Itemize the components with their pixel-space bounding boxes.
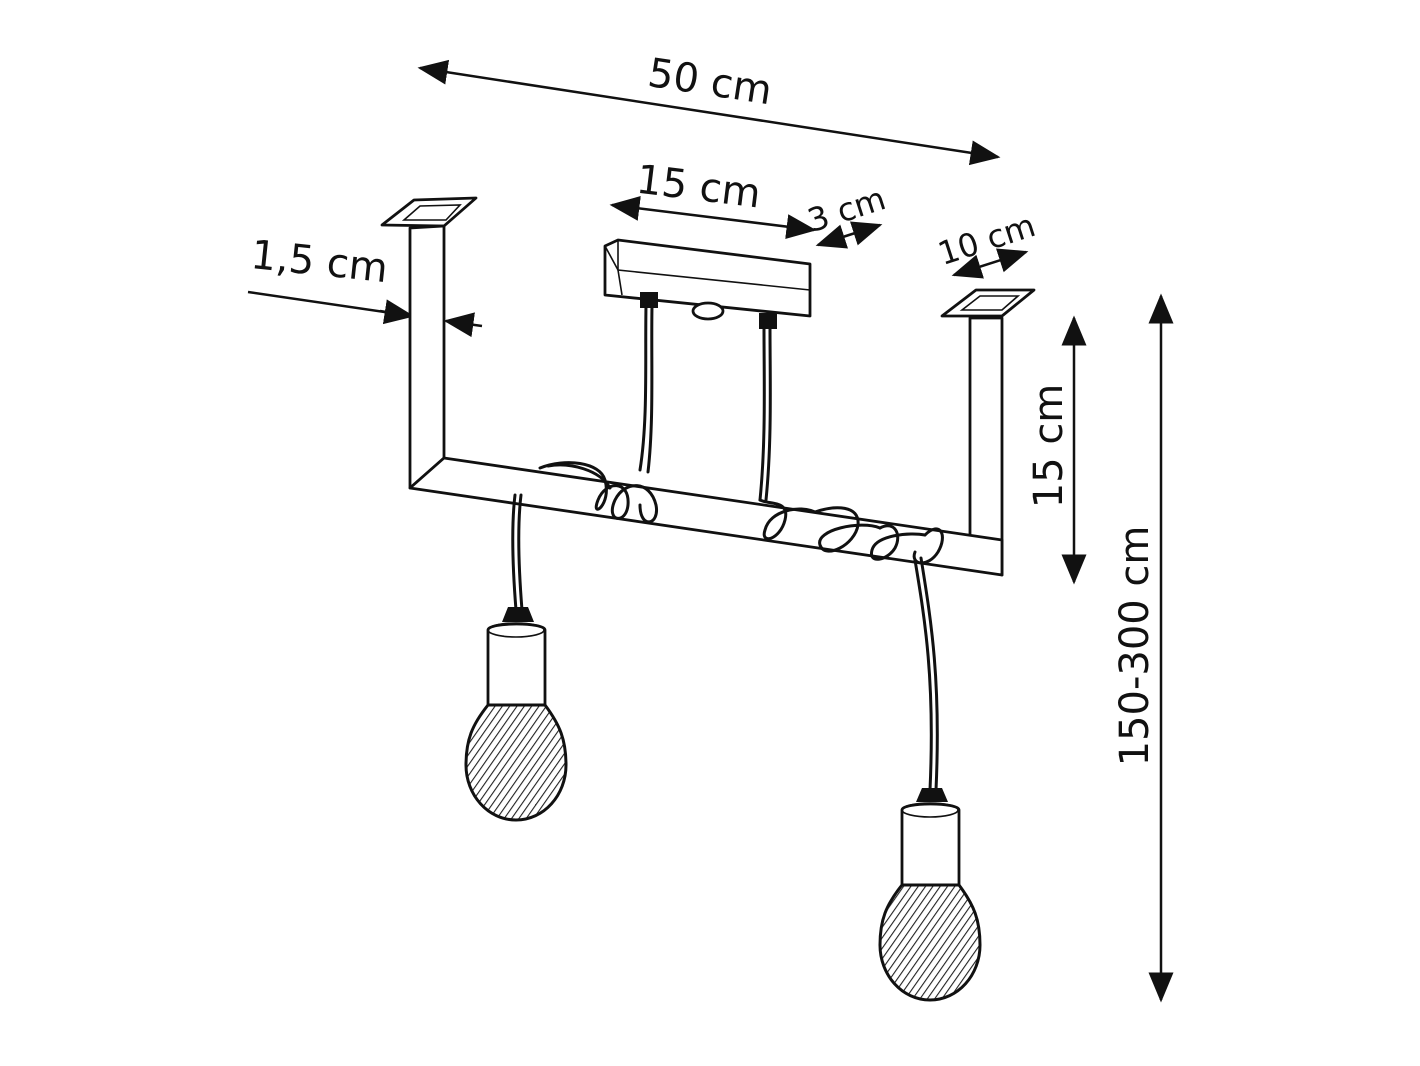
left-mount bbox=[380, 196, 478, 490]
left-drop-cable bbox=[511, 493, 518, 612]
left-pendant bbox=[464, 607, 568, 822]
horizontal-bar bbox=[408, 456, 1004, 577]
right-mounting-plate bbox=[940, 288, 1036, 318]
cables bbox=[511, 304, 944, 792]
dimension-frame-drop: 15 cm bbox=[1026, 315, 1087, 585]
canopy-length-dimension-line bbox=[609, 195, 817, 240]
right-pendant bbox=[878, 788, 982, 1002]
dimension-plate-width: 10 cm bbox=[933, 206, 1040, 279]
right-drop-cable bbox=[913, 558, 933, 792]
canopy-cable-left bbox=[638, 304, 648, 472]
plate-width-label: 10 cm bbox=[933, 206, 1040, 273]
canopy-inner-edge bbox=[617, 269, 623, 296]
canopy-width-dimension-line bbox=[815, 221, 883, 249]
left-socket-top bbox=[487, 622, 545, 638]
ceiling-canopy bbox=[603, 238, 812, 329]
length-dimension-line bbox=[417, 59, 1001, 166]
right-plate-slot bbox=[959, 295, 1021, 311]
left-cable-coil bbox=[538, 461, 658, 524]
dimension-total-height: 150-300 cm bbox=[1112, 293, 1174, 1003]
canopy-cable-left-b bbox=[646, 304, 654, 474]
dimension-length: 50 cm bbox=[417, 50, 1001, 166]
canopy-cable-right bbox=[758, 326, 766, 502]
bar-body bbox=[408, 456, 1004, 577]
left-socket bbox=[486, 622, 547, 707]
bar-thickness-label: 1,5 cm bbox=[249, 232, 390, 292]
right-cable-strain-relief bbox=[916, 788, 948, 802]
plate-width-dimension-line bbox=[951, 248, 1029, 279]
frame-drop-label: 15 cm bbox=[1026, 384, 1072, 509]
total-height-label: 150-300 cm bbox=[1112, 526, 1158, 767]
canopy-width-label: 3 cm bbox=[803, 179, 890, 240]
right-drop-cable-b bbox=[919, 556, 939, 792]
canopy-length-label: 15 cm bbox=[634, 157, 763, 218]
left-cable-gland bbox=[640, 292, 658, 308]
dimension-bar-thickness: 1,5 cm bbox=[247, 232, 483, 338]
bar-edge bbox=[443, 457, 971, 536]
dimension-canopy-length: 15 cm bbox=[609, 157, 817, 240]
canopy-cable-right-b bbox=[764, 326, 772, 502]
left-plate-slot bbox=[401, 204, 462, 221]
left-post bbox=[408, 224, 446, 490]
left-mounting-plate bbox=[380, 196, 478, 228]
bar-thickness-arrow-left bbox=[379, 299, 415, 325]
left-cable-strain-relief bbox=[502, 607, 534, 622]
right-cable-coil bbox=[758, 498, 944, 565]
right-socket-top bbox=[901, 802, 959, 818]
right-socket bbox=[900, 802, 961, 887]
bar-thickness-arrow-right bbox=[443, 312, 483, 338]
right-bulb bbox=[878, 883, 982, 1002]
left-drop-cable-b bbox=[517, 493, 524, 612]
left-bulb bbox=[464, 703, 568, 822]
right-mount bbox=[940, 288, 1036, 577]
right-cable-gland bbox=[759, 313, 777, 329]
canopy-screw bbox=[691, 301, 725, 321]
dimension-canopy-width: 3 cm bbox=[803, 179, 890, 249]
